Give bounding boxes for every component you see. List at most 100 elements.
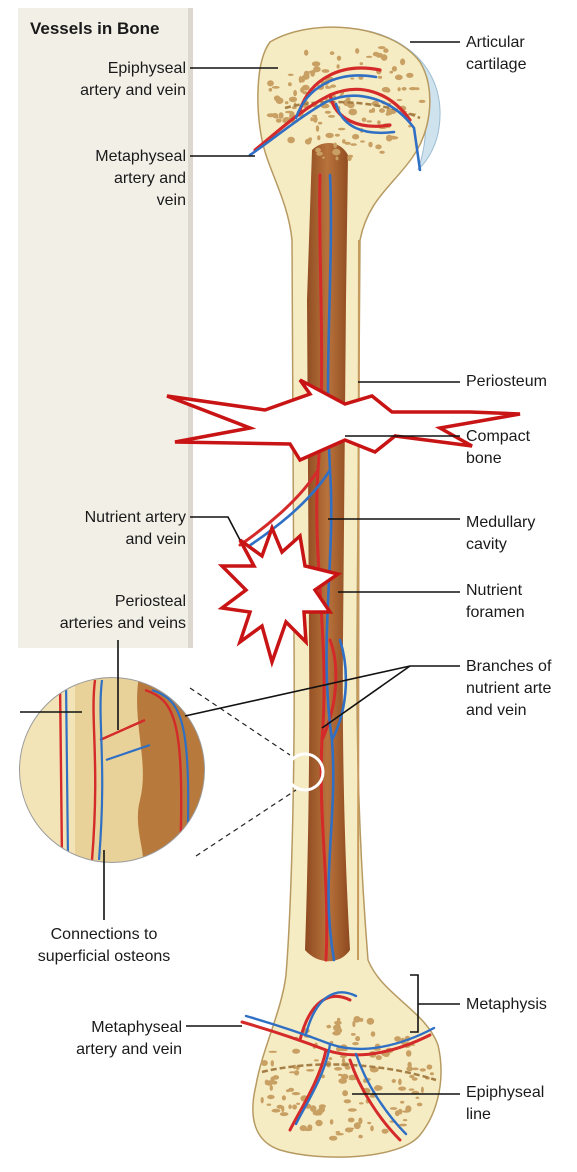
spongy-pore	[288, 74, 294, 76]
spongy-pore	[360, 140, 365, 142]
spongy-pore	[296, 1103, 300, 1105]
spongy-pore	[398, 1109, 403, 1115]
spongy-pore	[378, 46, 386, 49]
spongy-pore	[392, 1079, 396, 1083]
spongy-pore	[398, 1079, 402, 1086]
spongy-pore	[313, 116, 318, 123]
inset-cavity	[137, 670, 210, 870]
spongy-pore	[398, 87, 401, 91]
spongy-pore	[350, 78, 354, 80]
magnifier-connector-bottom	[196, 790, 296, 856]
spongy-pore	[325, 111, 331, 114]
label-panel	[18, 8, 190, 648]
spongy-pore	[378, 76, 382, 79]
spongy-pore	[416, 1097, 420, 1099]
spongy-pore	[419, 100, 426, 103]
spongy-pore	[382, 1129, 389, 1134]
label-periosteal-arteries-veins: Periostealarteries and veins	[60, 591, 186, 635]
spongy-pore	[377, 120, 381, 124]
spongy-pore	[405, 1105, 411, 1112]
spongy-pore	[409, 1088, 415, 1090]
spongy-pore	[304, 50, 308, 56]
spongy-pore	[384, 1055, 389, 1057]
spongy-pore	[292, 1104, 297, 1109]
spongy-pore	[406, 73, 413, 78]
spongy-pore	[267, 1095, 275, 1099]
spongy-pore	[430, 1072, 434, 1075]
spongy-pore	[325, 133, 333, 138]
spongy-pore	[261, 1097, 264, 1103]
spongy-pore	[336, 157, 339, 161]
spongy-pore	[342, 139, 346, 143]
spongy-pore	[305, 139, 311, 145]
spongy-pore	[345, 1128, 353, 1133]
spongy-pore	[315, 148, 321, 153]
spongy-pore	[371, 1031, 376, 1037]
spongy-pore	[316, 1109, 323, 1115]
spongy-pore	[427, 1064, 433, 1069]
spongy-pore	[342, 1058, 345, 1064]
spongy-pore	[302, 85, 310, 91]
spongy-pore	[272, 86, 280, 89]
spongy-pore	[329, 1136, 337, 1141]
spongy-pore	[314, 1059, 319, 1061]
label-panel-shadow	[188, 8, 193, 648]
spongy-pore	[362, 118, 367, 122]
spongy-pore	[287, 137, 295, 144]
spongy-pore	[267, 1104, 272, 1106]
spongy-pore	[286, 1089, 290, 1092]
spongy-pore	[351, 109, 354, 111]
spongy-pore	[268, 1051, 277, 1053]
spongy-pore	[368, 142, 372, 148]
spongy-pore	[315, 1120, 322, 1126]
spongy-pore	[367, 1122, 371, 1124]
label-metaphysis: Metaphysis	[466, 994, 547, 1016]
spongy-pore	[273, 116, 279, 118]
spongy-pore	[390, 71, 394, 74]
spongy-pore	[372, 108, 376, 113]
spongy-pore	[310, 117, 313, 121]
magnifier-connector-top	[190, 688, 290, 755]
spongy-pore	[358, 1118, 362, 1125]
spongy-pore	[406, 1050, 412, 1057]
spongy-pore	[322, 69, 330, 73]
diagram-title: Vessels in Bone	[30, 18, 159, 40]
spongy-pore	[307, 1124, 312, 1130]
leader-nutrient-artery	[190, 517, 240, 540]
spongy-pore	[402, 87, 407, 91]
spongy-pore	[336, 1131, 341, 1133]
spongy-pore	[360, 62, 364, 65]
spongy-pore	[288, 1104, 292, 1109]
spongy-pore	[379, 108, 385, 113]
periosteum	[358, 240, 359, 960]
spongy-pore	[322, 157, 325, 159]
spongy-pore	[285, 111, 293, 114]
spongy-pore	[280, 1112, 289, 1116]
spongy-pore	[383, 48, 388, 53]
spongy-pore	[265, 1080, 273, 1085]
spongy-pore	[347, 156, 351, 162]
spongy-pore	[398, 1087, 406, 1091]
spongy-pore	[395, 75, 403, 81]
spongy-pore	[337, 1023, 340, 1028]
spongy-pore	[376, 53, 383, 58]
spongy-pore	[350, 143, 357, 146]
spongy-pore	[337, 56, 341, 61]
spongy-pore	[366, 120, 372, 122]
spongy-pore	[279, 112, 284, 119]
spongy-pore	[344, 1099, 352, 1103]
spongy-pore	[352, 1042, 359, 1045]
spongy-pore	[359, 1018, 363, 1022]
spongy-pore	[352, 134, 359, 140]
spongy-pore	[271, 1060, 274, 1066]
spongy-pore	[329, 1057, 333, 1060]
spongy-pore	[412, 1077, 418, 1080]
spongy-pore	[400, 1101, 404, 1104]
spongy-pore	[337, 1018, 340, 1022]
spongy-pore	[267, 80, 274, 86]
